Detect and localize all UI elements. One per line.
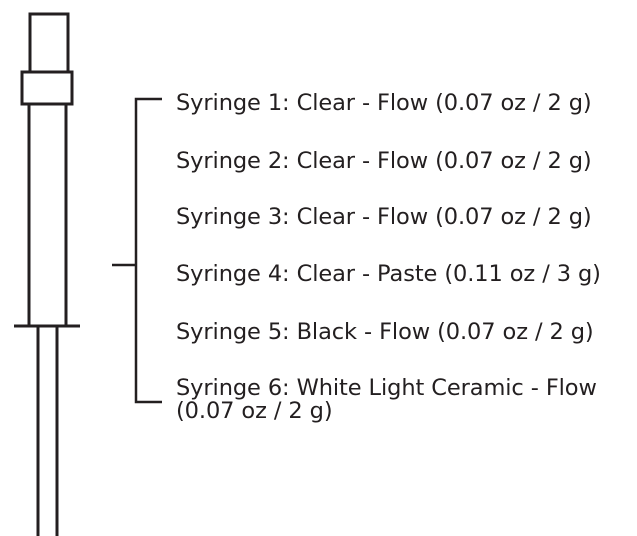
syringe-2-label: Syringe 2: Clear - Flow (0.07 oz / 2 g) bbox=[176, 148, 592, 174]
syringe-plunger-top bbox=[28, 12, 70, 76]
syringe-nozzle bbox=[36, 324, 59, 536]
syringe-1-label: Syringe 1: Clear - Flow (0.07 oz / 2 g) bbox=[176, 90, 592, 116]
syringe-6-label-line2: (0.07 oz / 2 g) bbox=[176, 398, 333, 424]
bracket bbox=[134, 97, 162, 404]
syringe-5-label: Syringe 5: Black - Flow (0.07 oz / 2 g) bbox=[176, 319, 594, 345]
syringe-barrel bbox=[27, 102, 68, 328]
syringe-3-label: Syringe 3: Clear - Flow (0.07 oz / 2 g) bbox=[176, 204, 592, 230]
syringe-6-label: Syringe 6: White Light Ceramic - Flow bbox=[176, 375, 597, 401]
syringe-4-label: Syringe 4: Clear - Paste (0.11 oz / 3 g) bbox=[176, 261, 601, 287]
syringe-plunger-collar bbox=[20, 70, 74, 106]
